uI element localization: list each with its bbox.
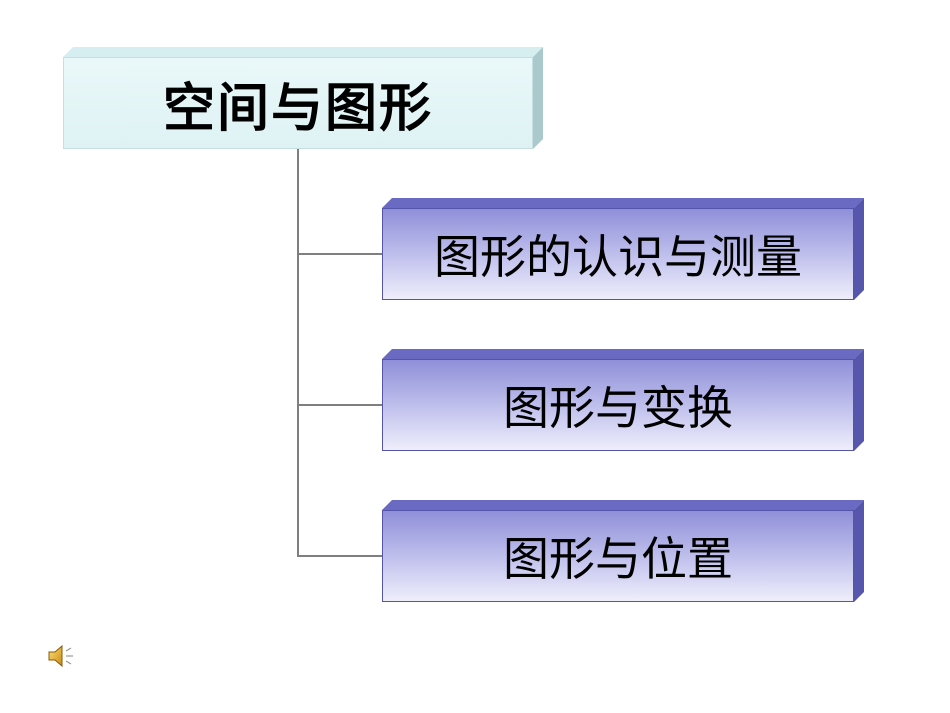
connector-branch-3 xyxy=(297,555,382,557)
child-node-top-face xyxy=(382,349,864,359)
root-node-side-face xyxy=(533,47,543,149)
child-node-label: 图形与变换 xyxy=(382,359,854,451)
connector-branch-1 xyxy=(297,253,382,255)
child-node-side-face xyxy=(854,349,864,451)
child-node-top-face xyxy=(382,500,864,510)
child-node-1: 图形的认识与测量 xyxy=(382,198,864,300)
root-node-label: 空间与图形 xyxy=(63,57,533,149)
child-node-side-face xyxy=(854,198,864,300)
root-node-top-face xyxy=(63,47,543,57)
speaker-icon[interactable] xyxy=(47,643,77,669)
child-node-label: 图形与位置 xyxy=(382,510,854,602)
child-node-3: 图形与位置 xyxy=(382,500,864,602)
child-node-side-face xyxy=(854,500,864,602)
connector-trunk xyxy=(297,149,299,557)
root-node: 空间与图形 xyxy=(63,47,543,149)
child-node-label: 图形的认识与测量 xyxy=(382,208,854,300)
connector-branch-2 xyxy=(297,404,382,406)
child-node-top-face xyxy=(382,198,864,208)
child-node-2: 图形与变换 xyxy=(382,349,864,451)
